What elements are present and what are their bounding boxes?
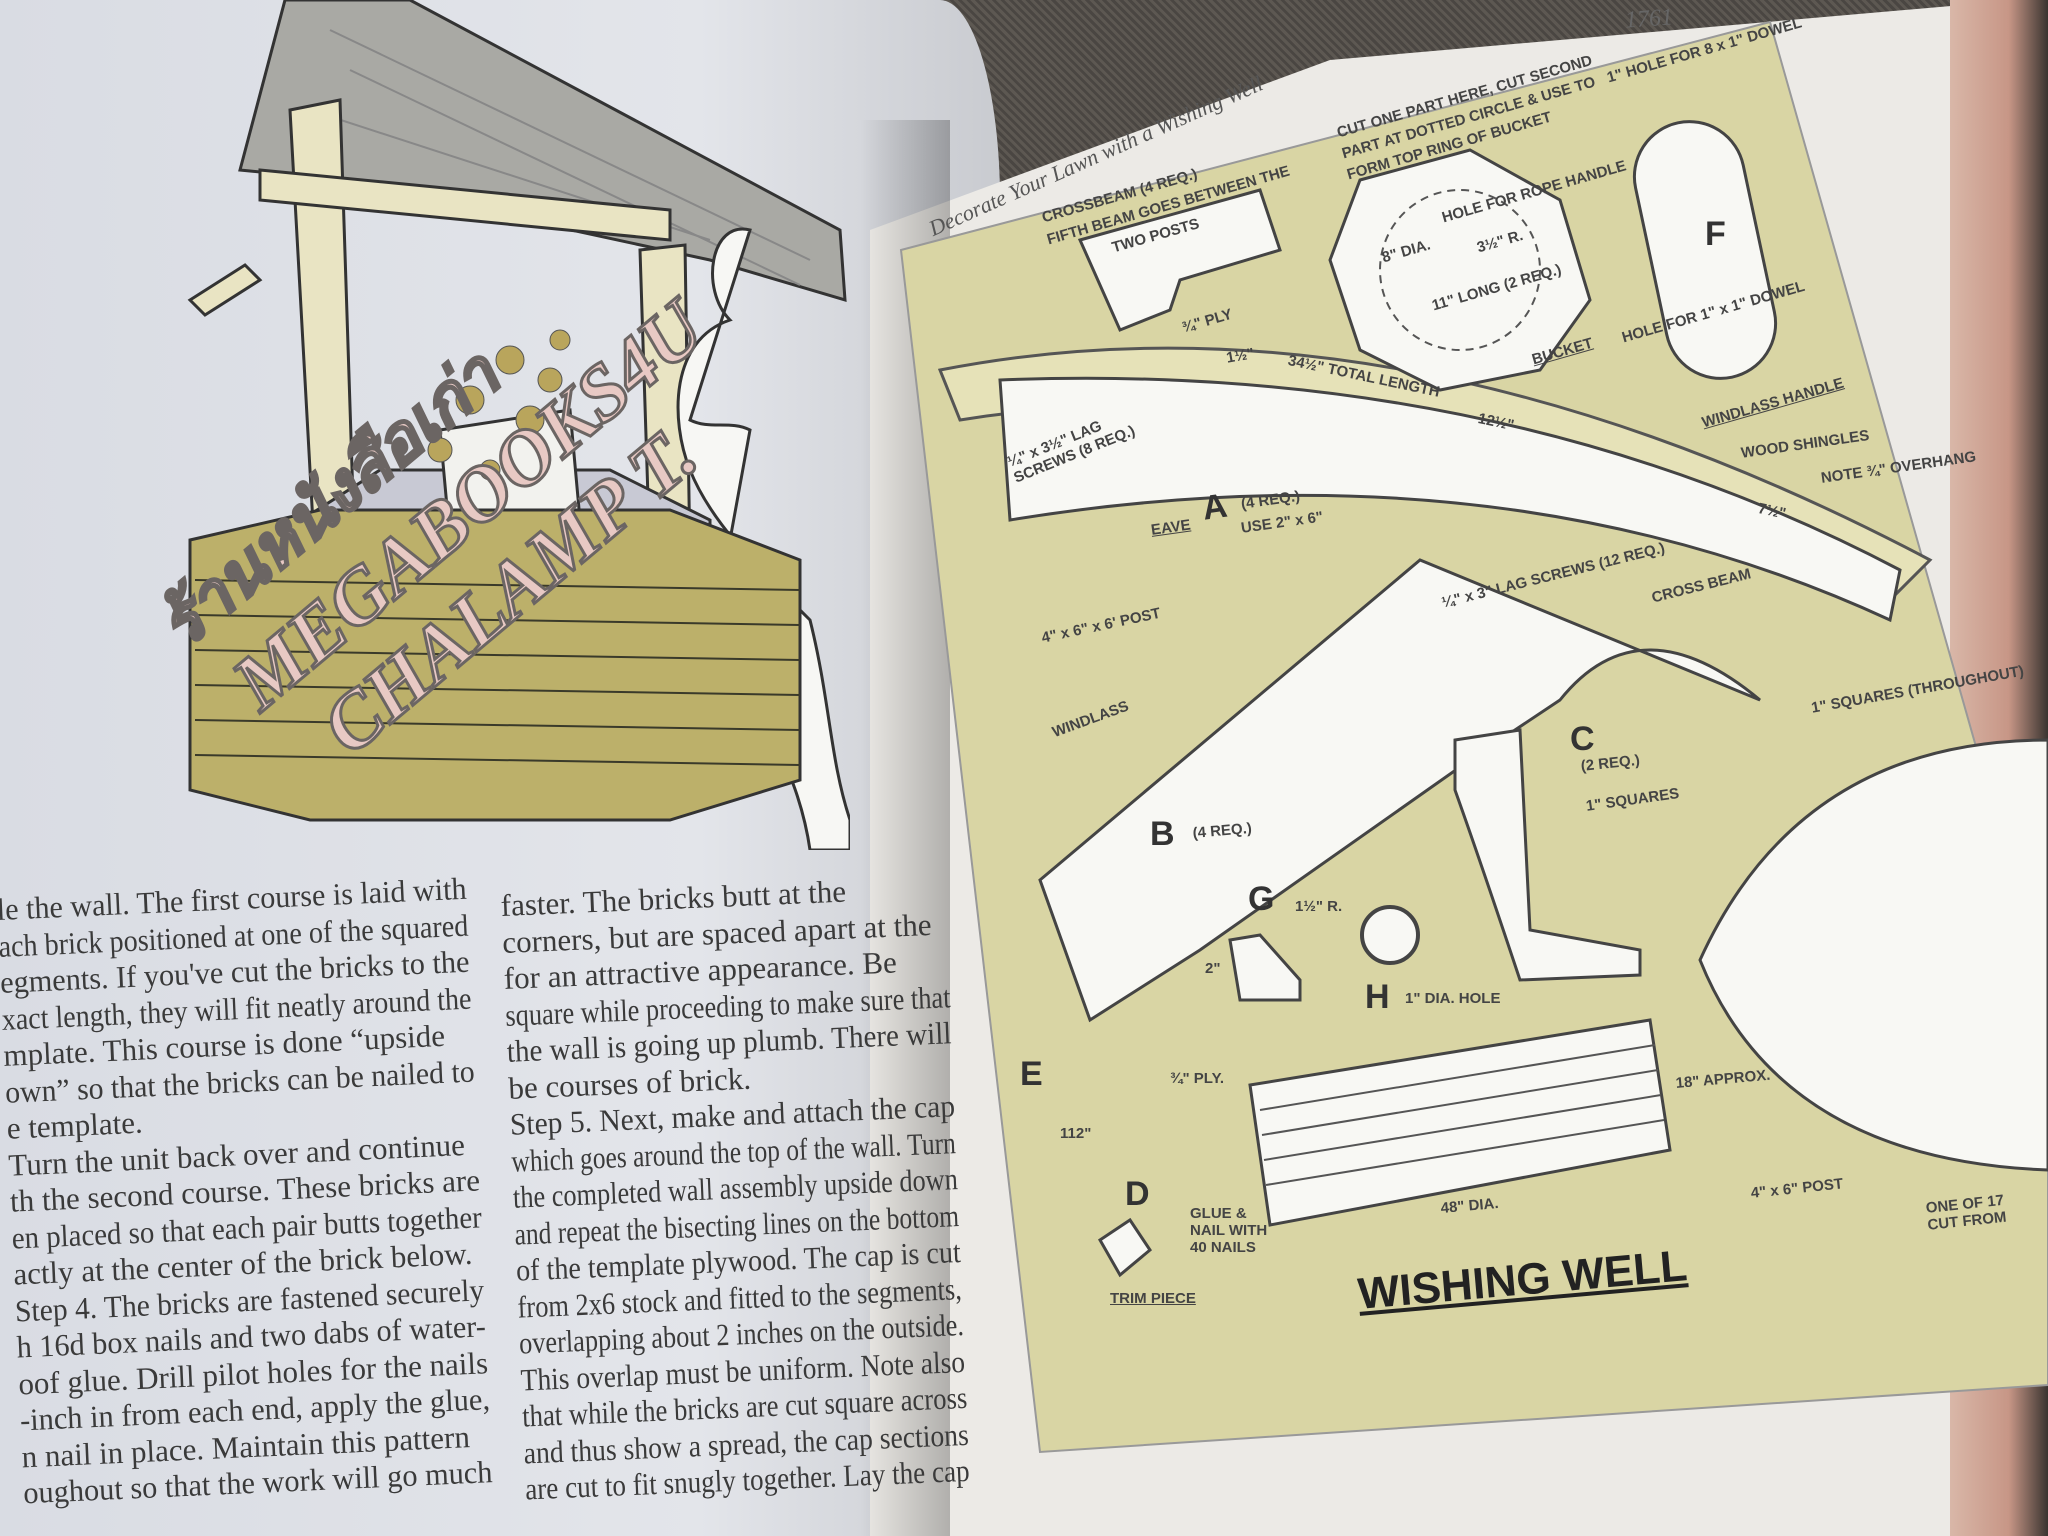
wall-courses — [1259, 1044, 1665, 1186]
diagram-label: 2" — [1205, 960, 1221, 977]
diagram-label: F — [1705, 215, 1726, 253]
brick-wall-section — [1248, 1018, 1672, 1227]
trim-piece-d — [1098, 1217, 1152, 1278]
windlass-handle-f — [1632, 120, 1778, 380]
diagram-label: C — [1570, 720, 1595, 758]
diagram-label: B — [1150, 815, 1175, 853]
base-circle — [1698, 738, 2048, 1172]
diagram-label: A — [1200, 486, 1230, 528]
bucket-circle — [1379, 189, 1541, 351]
wishing-well-illustration — [187, 0, 850, 850]
diagram-label: E — [1020, 1055, 1043, 1093]
crossbeam — [258, 168, 672, 242]
diagram-label: ¾" PLY. — [1170, 1070, 1225, 1087]
diagram-label: 1" DIA. HOLE — [1405, 990, 1501, 1007]
brace-b-shape — [1038, 558, 1761, 1023]
crossbeam-shape — [1077, 188, 1282, 332]
diagram-label: GLUE & NAIL WITH 40 NAILS — [1190, 1205, 1268, 1256]
diagram-label: D — [1125, 1175, 1150, 1213]
brick-courses — [194, 579, 801, 766]
windlass-handle — [187, 263, 263, 317]
part-h-ring — [1360, 905, 1420, 965]
diagram-label: 112" — [1060, 1125, 1092, 1142]
flowers — [427, 329, 571, 481]
part-c-shape — [1453, 728, 1642, 982]
roof — [238, 0, 847, 303]
diagram-label: 1½" R. — [1295, 898, 1343, 915]
diagram-label: G — [1248, 880, 1275, 918]
bucket-octagon — [1328, 148, 1592, 392]
diagram-label: TRIM PIECE — [1110, 1290, 1196, 1307]
part-g-shape — [1228, 933, 1302, 1002]
eave-a-shape — [998, 376, 1902, 623]
diagram-label: H — [1365, 978, 1390, 1016]
